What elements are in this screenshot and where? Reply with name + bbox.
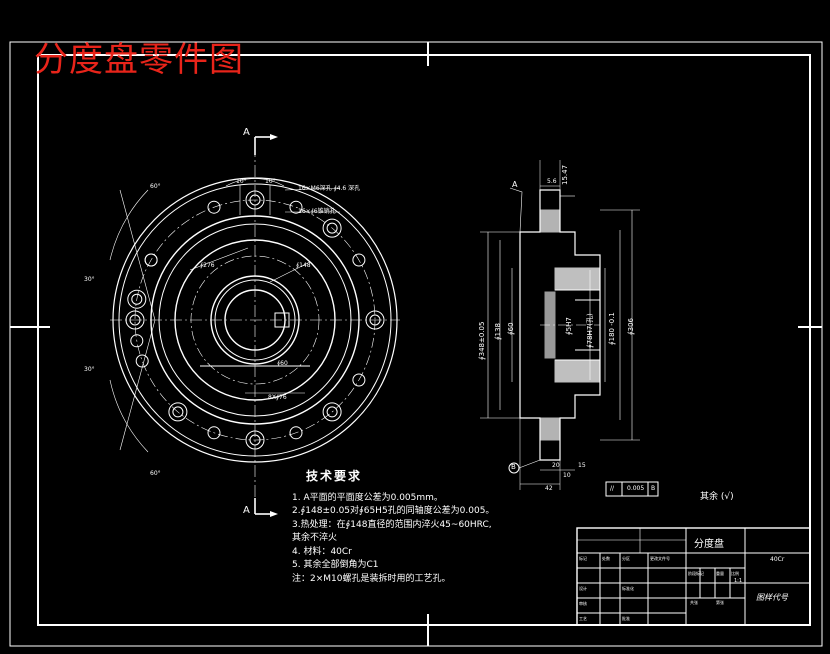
drawing-code: 图样代号 <box>756 593 788 602</box>
dimension-label: ∮138 <box>494 322 502 340</box>
title-block-label: 标准化 <box>622 586 634 591</box>
bolt-hole <box>322 218 342 238</box>
bolt-hole-inner <box>369 314 381 326</box>
title-block-label: 工艺 <box>579 616 587 621</box>
title-block-label: 共张 <box>690 600 698 605</box>
bolt-hole <box>289 426 303 440</box>
outer-frame <box>9 41 823 647</box>
section-cut-arrows <box>254 134 278 517</box>
angle-label: 30° <box>84 366 95 373</box>
dimension-label: ∮180 -0.1 <box>608 312 616 345</box>
title-block-label: 审核 <box>579 601 587 606</box>
dimension-label: ∮5H7 <box>565 317 573 335</box>
diameter-label: ∮60 <box>277 360 288 367</box>
bolt-hole <box>245 190 265 210</box>
dimension-label: 15 <box>578 462 586 469</box>
bolt-hole <box>245 430 265 450</box>
pin-hole-callout: 16×∮6锥销孔 <box>298 208 336 215</box>
requirements-title: 技术要求 <box>306 469 363 483</box>
section-mark-top: A <box>243 127 250 138</box>
bolt-hole-inner <box>326 406 338 418</box>
title-block-label: 阶段标记 <box>688 571 704 576</box>
requirement-item: 注：2×M10螺孔是装拆时用的工艺孔。 <box>292 573 451 584</box>
angle-label: 60° <box>150 183 161 190</box>
bolt-hole-inner <box>249 194 261 206</box>
title-block-label: 分区 <box>622 556 630 561</box>
angle-label: 10° <box>265 178 276 185</box>
bolt-hole-inner <box>172 406 184 418</box>
diameter-label: ∮276 <box>200 262 215 269</box>
centering-marks <box>10 42 822 646</box>
geometric-tolerance-frame <box>605 481 659 497</box>
bolt-hole-inner <box>129 314 141 326</box>
tolerance-datum: B <box>651 485 656 492</box>
technical-requirements: 技术要求 1. A平面的平面度公差为0.005mm。 2.∮148±0.05对∮… <box>292 469 495 586</box>
title-block-label: 批准 <box>622 616 630 621</box>
bolt-hole <box>207 426 221 440</box>
bolt-hole-inner <box>249 434 261 446</box>
dimension-label: 42 <box>545 485 553 492</box>
bolt-hole <box>352 253 366 267</box>
dimension-label: ∮78H7(孔) <box>586 313 594 348</box>
title-block-label: 标记 <box>579 556 587 561</box>
bolt-hole <box>127 289 147 309</box>
datum-b-label: B <box>511 463 516 471</box>
angle-label: 30° <box>84 276 95 283</box>
bolt-hole <box>144 253 158 267</box>
diameter-label: ∮148 <box>296 262 311 269</box>
section-mark-side: A <box>512 180 518 189</box>
title-block-label: 设计 <box>579 586 587 591</box>
tolerance-symbol: // <box>610 485 615 492</box>
tolerance-value: 0.005 <box>627 485 645 492</box>
angle-label: 60° <box>150 470 161 477</box>
scale-value: 1:1 <box>734 578 743 584</box>
material-cell: 40Cr <box>770 556 785 563</box>
bolt-hole <box>352 373 366 387</box>
title-block <box>576 527 811 626</box>
bolt-hole-pattern <box>125 190 385 450</box>
title-block-label: 更改文件号 <box>650 556 670 561</box>
bolt-hole <box>135 354 149 368</box>
requirement-item: 其余不淬火 <box>292 533 338 543</box>
bolt-hole <box>365 310 385 330</box>
front-view <box>109 145 400 505</box>
dimension-label: 15.47 <box>561 164 569 185</box>
section-view <box>480 160 640 490</box>
drawing-title: 分度盘零件图 <box>34 40 244 80</box>
bolt-hole <box>322 402 342 422</box>
bolt-hole-inner <box>131 293 143 305</box>
bolt-hole <box>130 334 144 348</box>
title-block-label: 重量 <box>716 571 724 576</box>
bolt-hole <box>168 402 188 422</box>
dimension-label: 5.6 <box>547 178 557 185</box>
title-block-label: 比例 <box>731 571 739 576</box>
title-block-label: 第张 <box>716 600 724 605</box>
requirement-item: 5. 其余全部倒角为C1 <box>292 560 379 570</box>
bolt-hole <box>207 200 221 214</box>
part-name: 分度盘 <box>694 539 724 550</box>
dimension-label: ∮348±0.05 <box>478 321 486 360</box>
requirement-item: 3.热处理：在∮148直径的范围内淬火45~60HRC, <box>292 519 492 530</box>
angle-label: 10° <box>236 178 247 185</box>
requirement-item: 2.∮148±0.05对∮65H5孔的同轴度公差为0.005。 <box>292 506 495 516</box>
dimension-label: 10 <box>563 472 571 479</box>
inner-frame <box>37 54 811 626</box>
section-mark-bottom: A <box>243 505 250 516</box>
bolt-hole <box>289 200 303 214</box>
surface-roughness-note: 其余 (√) <box>700 492 734 502</box>
requirement-item: 1. A平面的平面度公差为0.005mm。 <box>292 492 443 503</box>
thread-hole-callout: 16×M6深孔 ∮4.6 深孔 <box>298 185 361 192</box>
bolt-hole-inner <box>326 222 338 234</box>
key-slot-callout: 8X∮76 <box>268 394 287 401</box>
dimension-label: 20 <box>552 462 560 469</box>
title-block-label: 处数 <box>602 556 610 561</box>
dimension-label: ∮60 <box>507 322 515 335</box>
bolt-hole <box>125 310 145 330</box>
dimension-label: ∮306 <box>627 317 635 335</box>
requirement-item: 4. 材料：40Cr <box>292 546 352 557</box>
